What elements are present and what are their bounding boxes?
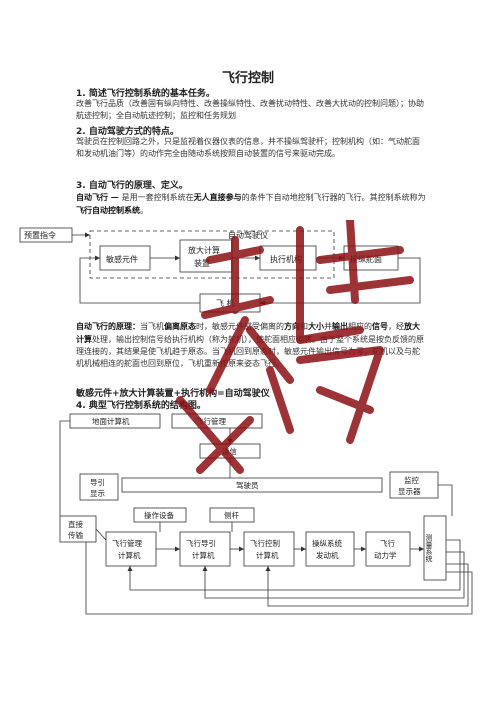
section-4-heading: 4. 典型飞行控制系统的结构图。 xyxy=(76,401,206,411)
page-title: 飞行控制 xyxy=(221,71,274,86)
label-flight-mgmt: 飞行管理 xyxy=(196,416,226,426)
def-text-3: 。 xyxy=(140,206,148,215)
label-sensor: 敏感元件 xyxy=(106,254,138,264)
actuation-box xyxy=(305,531,355,567)
label-fc-1: 飞行控制 xyxy=(250,538,280,548)
label-op-device: 操作设备 xyxy=(144,510,174,520)
label-fm-2: 计算机 xyxy=(118,550,141,560)
label-dynamics-2: 动力学 xyxy=(374,550,397,560)
section-1-body: 改善飞行品质（改善固有纵向特性、改善操纵特性、改善扰动特性、改善大扰动的控制问题… xyxy=(76,99,424,120)
label-monitor-2: 显示器 xyxy=(398,487,421,496)
def-emphasis: 无人直接参与 xyxy=(193,192,242,202)
def-term: 自动飞行 — xyxy=(76,192,122,202)
fm-computer-box xyxy=(105,531,157,567)
def-text-2: 的条件下自动地控制飞行器的飞行。其控制系统称为 xyxy=(241,193,426,202)
autopilot-formula: 敏感元件+放大计算装置+执行机构=自动驾驶仪 xyxy=(76,389,270,399)
label-fc-2: 计算机 xyxy=(256,550,279,560)
label-guide-2: 显示 xyxy=(90,489,105,498)
principle-t1: 当飞机 xyxy=(140,322,164,331)
section-3-definition: 自动飞行 — 是用一套控制系统在无人直接参与的条件下自动地控制飞行器的飞行。其控… xyxy=(76,191,426,217)
measurement-box xyxy=(423,515,447,581)
def-system-name: 飞行自动控制系统 xyxy=(76,205,140,215)
principle-e1: 偏离原态 xyxy=(164,321,196,331)
label-pilot: 驾驶员 xyxy=(236,480,259,490)
label-ground: 地面计算机 xyxy=(92,416,130,426)
section-1-heading: 1. 简述飞行控制系统的基本任务。 xyxy=(76,89,215,99)
label-preset: 预置指令 xyxy=(24,230,56,240)
label-fg-2: 计算机 xyxy=(192,550,215,560)
guide-display-box xyxy=(79,473,119,501)
label-measure: 测量系统 xyxy=(425,534,433,563)
label-monitor-1: 监控 xyxy=(404,475,419,485)
pilot-box xyxy=(121,477,383,493)
principle-term: 自动飞行的原理： xyxy=(76,321,140,331)
label-stick: 侧杆 xyxy=(224,510,239,520)
label-guide-1: 导引 xyxy=(90,478,105,487)
label-actuation-2: 发动机 xyxy=(316,550,339,560)
label-direct-2: 传输 xyxy=(68,530,83,540)
dynamics-box xyxy=(365,531,411,567)
label-actuation-1: 操纵系统 xyxy=(312,538,342,548)
section-3-heading: 3. 自动飞行的原理、定义。 xyxy=(76,181,188,191)
fg-computer-box xyxy=(179,531,231,567)
section-2-body: 驾驶员在控制回路之外，只是监视着仪器仪表的信息，并不操纵驾驶杆；控制机构（如：气… xyxy=(76,137,420,158)
label-comm: 通信 xyxy=(222,446,237,456)
label-fg-1: 飞行导引 xyxy=(186,538,216,548)
section-2-heading: 2. 自动驾驶方式的特点。 xyxy=(76,127,179,137)
label-dynamics-1: 飞行 xyxy=(380,538,395,548)
label-direct-1: 直接 xyxy=(68,519,83,529)
def-text-1: 是用一套控制系统在 xyxy=(121,193,194,202)
feedback-line xyxy=(79,257,200,304)
fc-computer-box xyxy=(243,531,295,567)
label-fm-1: 飞行管理 xyxy=(112,538,142,548)
label-autopilot: 自动驾驶仪 xyxy=(228,230,268,240)
